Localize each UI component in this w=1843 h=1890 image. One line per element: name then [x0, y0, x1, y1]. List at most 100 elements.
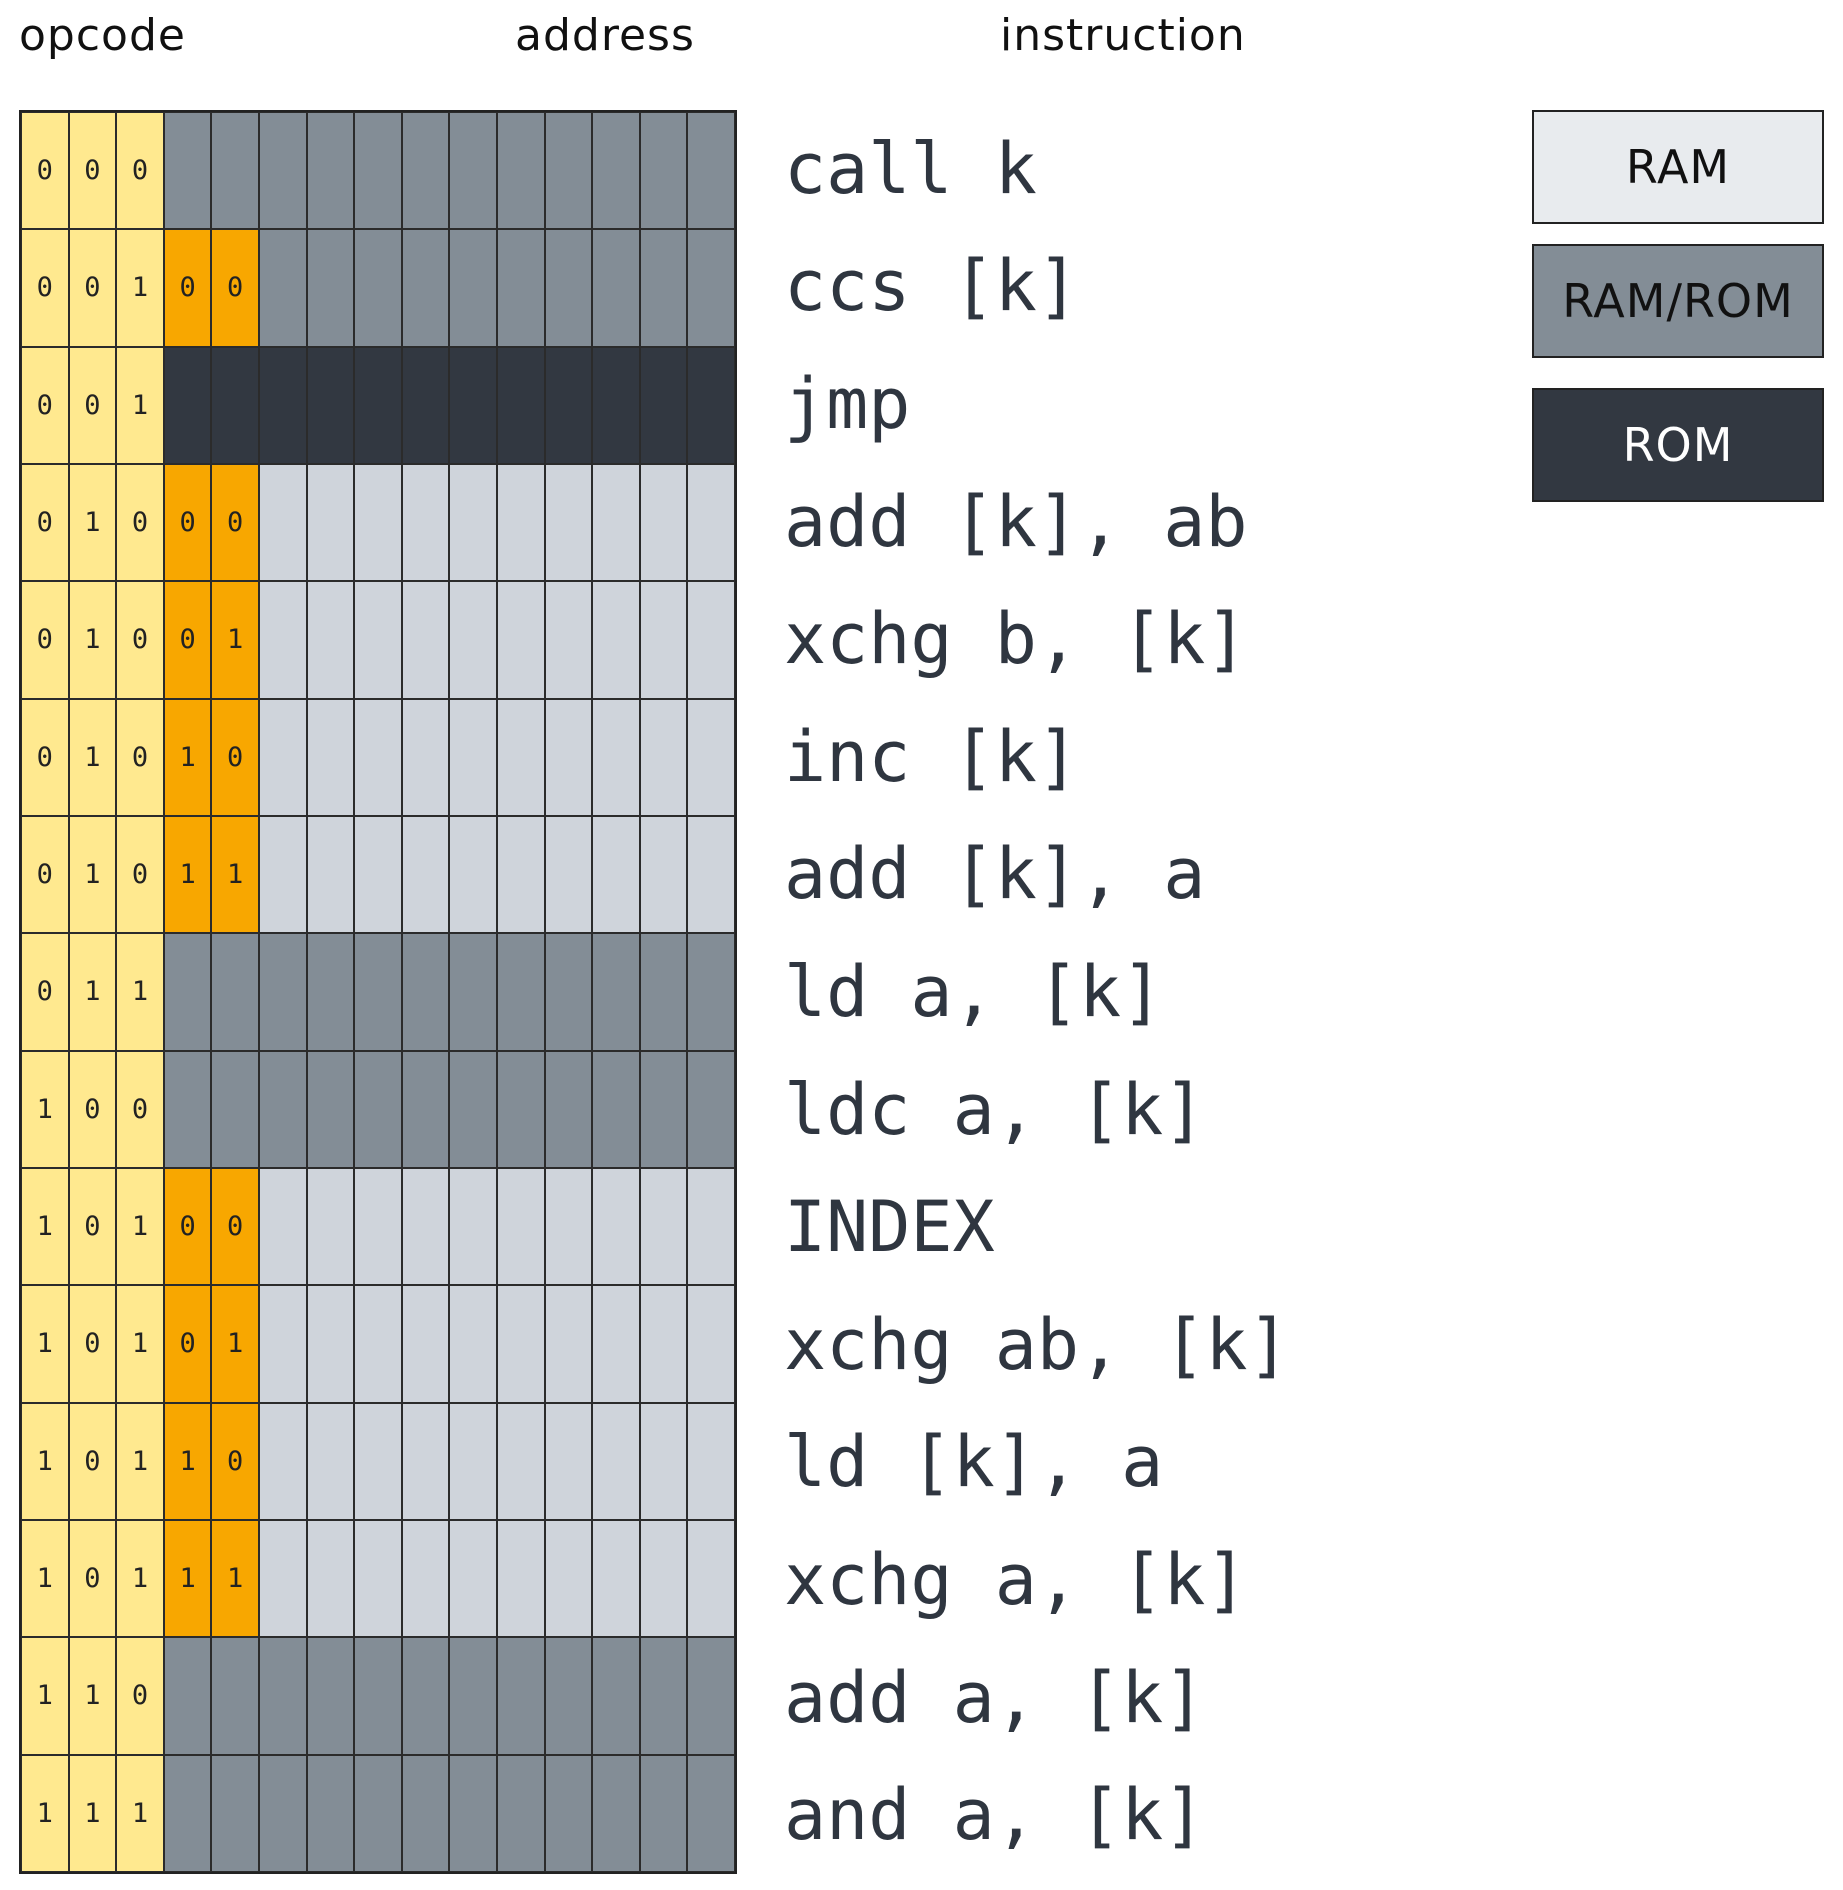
address-cell-ram [449, 816, 497, 934]
address-cell-ram-rom [592, 1637, 640, 1755]
address-cell-ram-rom [258, 229, 307, 347]
opcode-bit: 1 [116, 229, 164, 347]
address-cell-ram [258, 1402, 307, 1520]
address-header: address [515, 10, 695, 61]
address-cell-ram-rom [639, 1050, 688, 1168]
address-cell-ram [306, 1402, 355, 1520]
address-cell-ram [687, 1520, 735, 1638]
opcode-bit: 0 [21, 229, 69, 347]
address-cell-ram-rom [639, 933, 688, 1051]
opcode-bit: 0 [68, 112, 117, 230]
address-cell-ram [449, 1520, 497, 1638]
instruction-mnemonic: xchg a, [k] [784, 1538, 1248, 1621]
sub-opcode-bit: 1 [163, 1402, 212, 1520]
legend-ram: RAM [1532, 110, 1824, 224]
address-cell-ram-rom [258, 933, 307, 1051]
opcode-bit: 1 [68, 1754, 117, 1872]
address-cell-ram-rom [592, 229, 640, 347]
address-cell-ram-rom [544, 1754, 593, 1872]
opcode-bit: 0 [68, 1050, 117, 1168]
address-cell-ram-rom [401, 933, 450, 1051]
address-cell-rom [354, 346, 402, 464]
address-cell-ram-rom [163, 933, 212, 1051]
address-cell-ram [544, 581, 593, 699]
address-cell-ram-rom [544, 1050, 593, 1168]
address-cell-ram [449, 1168, 497, 1286]
address-cell-rom [639, 346, 688, 464]
address-cell-ram [354, 1285, 402, 1403]
opcode-bit: 0 [68, 346, 117, 464]
address-cell-ram [496, 581, 545, 699]
address-cell-ram [687, 464, 735, 582]
address-cell-ram-rom [211, 1637, 259, 1755]
instruction-mnemonic: ld a, [k] [784, 950, 1164, 1033]
opcode-bit: 1 [21, 1285, 69, 1403]
address-cell-ram-rom [306, 112, 355, 230]
address-cell-ram-rom [592, 1050, 640, 1168]
instruction-mnemonic: inc [k] [784, 715, 1080, 798]
sub-opcode-bit: 1 [211, 581, 259, 699]
address-cell-ram [544, 1402, 593, 1520]
opcode-bit: 1 [116, 346, 164, 464]
opcode-bit: 0 [116, 698, 164, 816]
opcode-bit: 0 [68, 229, 117, 347]
address-cell-ram-rom [354, 112, 402, 230]
address-cell-ram-rom [401, 1050, 450, 1168]
address-cell-ram-rom [354, 229, 402, 347]
address-cell-ram-rom [163, 1754, 212, 1872]
address-cell-ram [306, 698, 355, 816]
address-cell-ram-rom [401, 229, 450, 347]
address-cell-ram [592, 1285, 640, 1403]
opcode-bit: 1 [116, 1754, 164, 1872]
address-cell-ram-rom [592, 1754, 640, 1872]
opcode-bit: 1 [68, 1637, 117, 1755]
opcode-bit: 0 [116, 581, 164, 699]
address-cell-ram [258, 1285, 307, 1403]
address-cell-rom [258, 346, 307, 464]
opcode-bit: 0 [21, 933, 69, 1051]
address-cell-ram-rom [544, 229, 593, 347]
instruction-mnemonic: jmp [784, 362, 911, 445]
address-cell-ram-rom [639, 1637, 688, 1755]
address-cell-ram-rom [592, 933, 640, 1051]
address-cell-ram-rom [449, 112, 497, 230]
sub-opcode-bit: 1 [211, 816, 259, 934]
address-cell-ram-rom [211, 1754, 259, 1872]
address-cell-ram [354, 1168, 402, 1286]
address-cell-ram [354, 816, 402, 934]
address-cell-ram-rom [592, 112, 640, 230]
address-cell-ram-rom [306, 1637, 355, 1755]
address-cell-ram-rom [449, 1050, 497, 1168]
address-cell-ram-rom [544, 933, 593, 1051]
address-cell-ram-rom [163, 1050, 212, 1168]
address-cell-ram-rom [449, 933, 497, 1051]
address-cell-ram [354, 464, 402, 582]
instruction-mnemonic: xchg b, [k] [784, 598, 1248, 681]
sub-opcode-bit: 0 [163, 1168, 212, 1286]
address-cell-ram [401, 581, 450, 699]
address-cell-ram-rom [496, 112, 545, 230]
opcode-bit: 0 [68, 1168, 117, 1286]
opcode-bit: 1 [21, 1168, 69, 1286]
address-cell-ram [258, 1520, 307, 1638]
address-cell-ram-rom [687, 1637, 735, 1755]
address-cell-ram [687, 816, 735, 934]
address-cell-ram-rom [306, 1050, 355, 1168]
address-cell-ram-rom [258, 112, 307, 230]
address-cell-rom [592, 346, 640, 464]
sub-opcode-bit: 1 [163, 816, 212, 934]
sub-opcode-bit: 0 [163, 229, 212, 347]
address-cell-ram [306, 464, 355, 582]
address-cell-ram [449, 1285, 497, 1403]
address-cell-ram [639, 581, 688, 699]
instruction-mnemonic: INDEX [784, 1186, 995, 1269]
address-cell-rom [306, 346, 355, 464]
address-cell-ram [354, 581, 402, 699]
sub-opcode-bit: 0 [211, 464, 259, 582]
address-cell-ram [544, 1520, 593, 1638]
address-cell-ram [496, 816, 545, 934]
address-cell-ram-rom [306, 229, 355, 347]
address-cell-ram-rom [449, 1637, 497, 1755]
address-cell-ram [544, 816, 593, 934]
address-cell-ram [592, 464, 640, 582]
